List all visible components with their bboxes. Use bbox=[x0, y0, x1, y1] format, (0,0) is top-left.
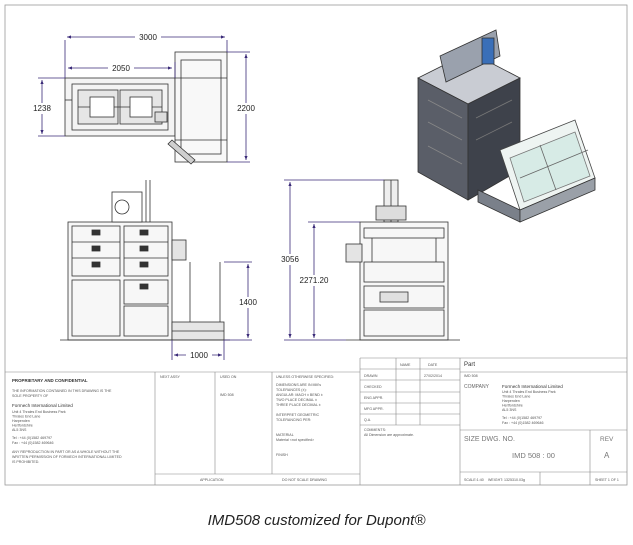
rev-value: A bbox=[604, 451, 610, 460]
part-value: IMD 508 bbox=[464, 374, 478, 378]
size-dwg-no-label: SIZE DWG. NO. bbox=[464, 436, 515, 443]
two-place: TWO PLACE DECIMAL ± bbox=[276, 398, 317, 402]
dim-top-inner-width: 2050 bbox=[112, 64, 130, 73]
title-block-text: PROPRIETARY AND CONFIDENTIAL THE INFORMA… bbox=[12, 362, 619, 482]
material-label: MATERIAL bbox=[276, 433, 294, 437]
unless-specified: UNLESS OTHERWISE SPECIFIED: bbox=[276, 375, 334, 379]
reproduction-3: IS PROHIBITED. bbox=[12, 460, 39, 464]
dim-front-base-width: 1000 bbox=[190, 351, 208, 360]
col-name: NAME bbox=[400, 363, 411, 367]
proprietary-text-1: THE INFORMATION CONTAINED IN THIS DRAWIN… bbox=[12, 389, 112, 393]
three-place: THREE PLACE DECIMAL ± bbox=[276, 403, 321, 407]
dim-top-left-height: 1238 bbox=[33, 104, 51, 113]
do-not-scale: DO NOT SCALE DRAWING bbox=[282, 478, 327, 482]
right-addr-1: Unit 4 Thrales End Business Park bbox=[502, 390, 556, 394]
material-value: Material <not specified> bbox=[276, 438, 314, 442]
mfg-appr-label: MFG APPR. bbox=[364, 407, 384, 411]
comments-value: All Dimension are approximate. bbox=[364, 433, 414, 437]
scale: SCALE:1:40 bbox=[464, 478, 484, 482]
proprietary-text-2: SOLE PROPERTY OF bbox=[12, 394, 49, 398]
sheet: SHEET 1 OF 1 bbox=[595, 478, 619, 482]
used-on-value: IMD 508 bbox=[220, 393, 234, 397]
angular: ANGULAR: MACH ± BEND ± bbox=[276, 393, 323, 397]
owner-address-5: AL5 3NS bbox=[12, 428, 27, 432]
side-view bbox=[345, 179, 460, 341]
right-tel: Tel : +44 (0)1582 469797 bbox=[502, 416, 542, 420]
company-label: COMPANY bbox=[464, 384, 490, 390]
reproduction-2: WRITTEN PERMISSION OF FORMECH INTERNATIO… bbox=[12, 455, 122, 459]
used-on-label: USED ON bbox=[220, 375, 237, 379]
owner-tel: Tel : +44 (0)1582 469797 bbox=[12, 436, 52, 440]
right-company: Formech International Limited bbox=[502, 384, 563, 389]
right-addr-5: AL5 3NS bbox=[502, 408, 517, 412]
dims-mm: DIMENSIONS ARE IN MM's bbox=[276, 383, 321, 387]
isometric-view bbox=[417, 29, 596, 223]
part-label: Part bbox=[464, 362, 475, 368]
caption: IMD508 customized for Dupont® bbox=[207, 512, 426, 529]
rev-label: REV bbox=[600, 436, 614, 443]
interpret: INTERPRET GEOMETRIC bbox=[276, 413, 319, 417]
tolerancing: TOLERANCING PER: bbox=[276, 418, 311, 422]
front-view bbox=[60, 180, 230, 341]
eng-appr-label: ENG APPR. bbox=[364, 396, 383, 400]
qa-label: Q.A. bbox=[364, 418, 371, 422]
dim-side-inner-height: 2271.20 bbox=[300, 276, 329, 285]
finish-label: FINISH bbox=[276, 453, 288, 457]
right-fax: Fax : +44 (0)1582 469646 bbox=[502, 421, 543, 425]
weight: WEIGHT: 1325310.03g bbox=[488, 478, 525, 482]
title-block bbox=[5, 357, 627, 485]
dim-front-height: 1400 bbox=[239, 298, 257, 307]
dim-top-right-height: 2200 bbox=[237, 104, 255, 113]
front-view-dimensions bbox=[171, 261, 252, 360]
tolerances: TOLERANCES (±): bbox=[276, 388, 307, 392]
reproduction-1: ANY REPRODUCTION IN PART OR AS A WHOLE W… bbox=[12, 450, 120, 454]
right-addr-4: Hertfordshire bbox=[502, 404, 523, 408]
col-date: DATE bbox=[428, 363, 438, 367]
owner-address-2: Thrales End Lane bbox=[12, 415, 40, 419]
dim-side-overall-height: 3056 bbox=[281, 255, 299, 264]
owner-fax: Fax : +44 (0)1582 469646 bbox=[12, 441, 53, 445]
dim-top-overall-width: 3000 bbox=[139, 33, 157, 42]
application-label: APPLICATION bbox=[200, 478, 224, 482]
drawing-border bbox=[4, 4, 628, 486]
owner-address-4: Hertfordshire bbox=[12, 424, 33, 428]
drawn-label: DRAWN bbox=[364, 374, 378, 378]
top-view bbox=[64, 51, 228, 165]
checked-label: CHECKED bbox=[364, 385, 382, 389]
next-assy-label: NEXT ASSY bbox=[160, 375, 181, 379]
owner-address-3: Harpenden bbox=[12, 419, 30, 423]
proprietary-title: PROPRIETARY AND CONFIDENTIAL bbox=[12, 378, 88, 383]
owner-company: Formech International Limited bbox=[12, 403, 73, 408]
drawn-date: 27/02/2014 bbox=[424, 374, 442, 378]
right-addr-2: Thrales End Lane bbox=[502, 395, 530, 399]
right-addr-3: Harpenden bbox=[502, 399, 520, 403]
drawing-number: IMD 508 : 00 bbox=[512, 451, 555, 460]
owner-address-1: Unit 4 Thrales End Business Park bbox=[12, 410, 66, 414]
comments-label: COMMENTS: bbox=[364, 428, 386, 432]
